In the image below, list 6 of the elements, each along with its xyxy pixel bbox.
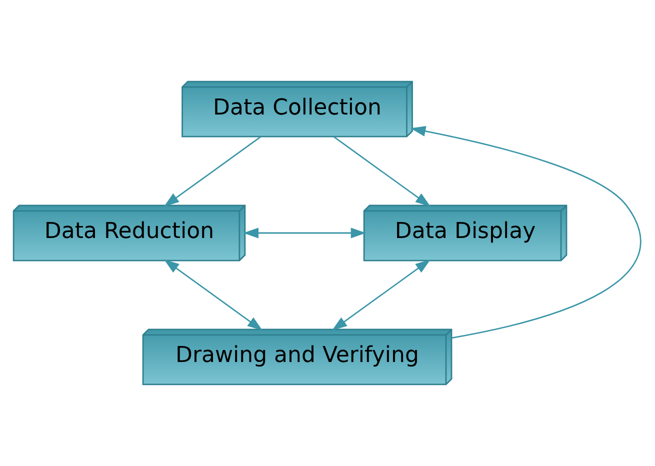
arrow <box>243 228 366 238</box>
arrow <box>332 259 431 331</box>
arrow <box>410 126 641 339</box>
arrow <box>164 259 263 331</box>
arrow <box>333 136 431 207</box>
arrow <box>164 136 262 207</box>
